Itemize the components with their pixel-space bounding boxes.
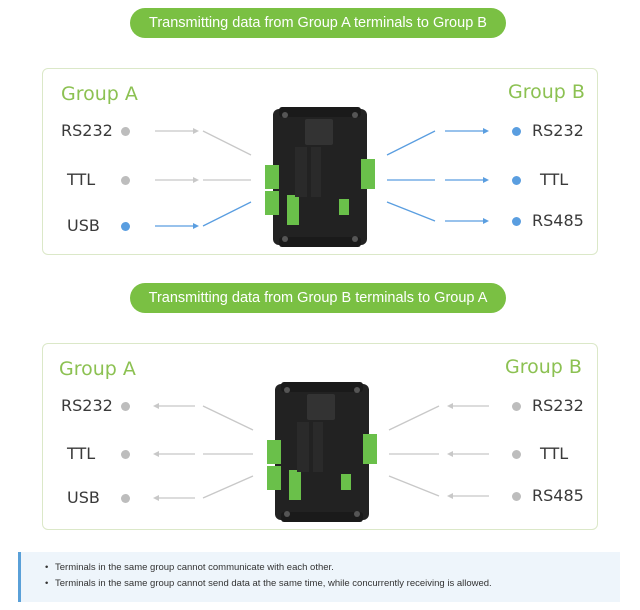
right-port-rs485: RS485 xyxy=(532,211,584,230)
left-dot-rs232 xyxy=(121,127,130,136)
section1-connection-lines xyxy=(155,128,489,229)
right-port-rs232-2: RS232 xyxy=(532,396,584,415)
group-b-label: Group B xyxy=(508,81,585,103)
note-item: Terminals in the same group cannot send … xyxy=(45,576,620,592)
left-port-rs232-2: RS232 xyxy=(61,396,113,415)
group-b-label-2: Group B xyxy=(505,356,582,378)
right-port-ttl-2: TTL xyxy=(540,444,569,463)
left-port-ttl-2: TTL xyxy=(67,444,96,463)
right-dot-ttl-2 xyxy=(512,450,521,459)
left-port-usb: USB xyxy=(67,216,100,235)
section2-title: Transmitting data from Group B terminals… xyxy=(130,283,506,313)
right-port-rs232: RS232 xyxy=(532,121,584,140)
converter-device-image-2 xyxy=(267,382,377,522)
right-dot-ttl-active xyxy=(512,176,521,185)
left-port-usb-2: USB xyxy=(67,488,100,507)
left-port-ttl: TTL xyxy=(67,170,96,189)
left-port-rs232: RS232 xyxy=(61,121,113,140)
converter-device-image xyxy=(265,107,375,247)
right-dot-rs232-active xyxy=(512,127,521,136)
left-dot-usb-active xyxy=(121,222,130,231)
right-port-ttl: TTL xyxy=(540,170,569,189)
left-dot-ttl xyxy=(121,176,130,185)
right-dot-rs232-2 xyxy=(512,402,521,411)
section2-connection-lines xyxy=(153,403,489,501)
right-port-rs485-2: RS485 xyxy=(532,486,584,505)
section1-title: Transmitting data from Group A terminals… xyxy=(130,8,506,38)
right-dot-rs485-2 xyxy=(512,492,521,501)
notes-list: Terminals in the same group cannot commu… xyxy=(37,560,620,592)
section2-panel: Group A Group B RS232 TTL USB RS232 TTL … xyxy=(42,343,598,530)
left-dot-usb-2 xyxy=(121,494,130,503)
left-dot-rs232-2 xyxy=(121,402,130,411)
notes-box: Terminals in the same group cannot commu… xyxy=(18,552,620,602)
group-a-label-2: Group A xyxy=(59,358,136,380)
note-item: Terminals in the same group cannot commu… xyxy=(45,560,620,576)
left-dot-ttl-2 xyxy=(121,450,130,459)
section1-panel: Group A Group B RS232 TTL USB RS232 TTL … xyxy=(42,68,598,255)
group-a-label: Group A xyxy=(61,83,138,105)
right-dot-rs485-active xyxy=(512,217,521,226)
